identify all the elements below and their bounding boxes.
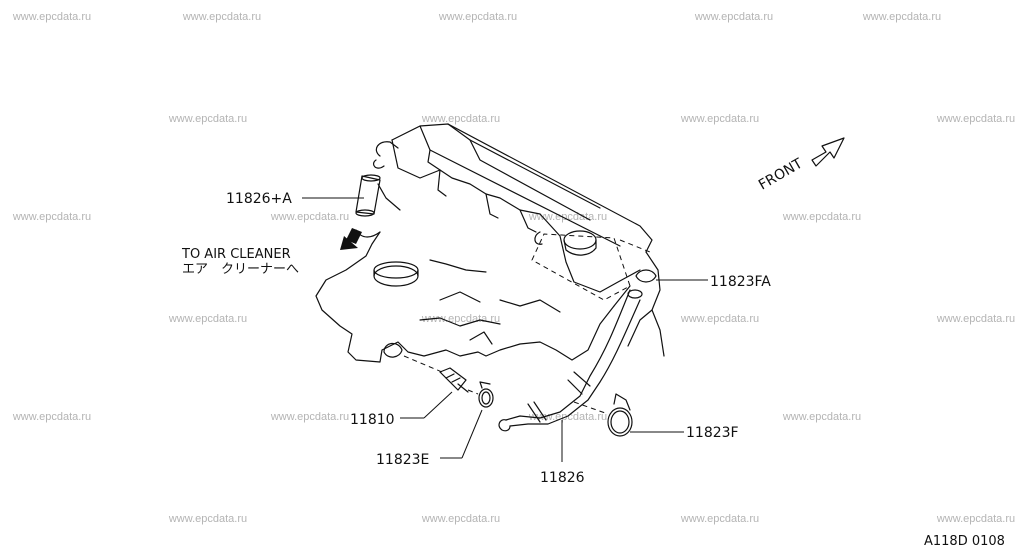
watermark-text: www.epcdata.ru [862, 11, 941, 23]
part-label-11810: 11810 [350, 412, 395, 428]
note-air-cleaner-jp: エア クリーナーへ [182, 262, 299, 277]
dashline-clamp-e [467, 389, 479, 395]
engine-outline [315, 123, 665, 363]
watermark-text: www.epcdata.ru [782, 211, 861, 223]
part-label-11826a: 11826+A [226, 191, 292, 207]
front-arrow: FRONT [756, 137, 845, 193]
watermark-text: www.epcdata.ru [782, 411, 861, 423]
watermark-text: www.epcdata.ru [528, 411, 607, 423]
leader-11823e-d [461, 409, 483, 459]
watermark-text: www.epcdata.ru [421, 113, 500, 125]
watermark-text: www.epcdata.ru [438, 11, 517, 23]
watermark-text: www.epcdata.ru [168, 513, 247, 525]
diagram-ref: A118D 0108 [924, 534, 1005, 548]
hose-11826-shape [498, 289, 643, 432]
dashline-clamp-f [573, 401, 609, 415]
watermark-text: www.epcdata.ru [680, 513, 759, 525]
watermark-text: www.epcdata.ru [936, 513, 1015, 525]
air-cleaner-arrow [340, 228, 362, 250]
watermark-text: www.epcdata.ru [421, 313, 500, 325]
watermark-text: www.epcdata.ru [421, 513, 500, 525]
watermark-text: www.epcdata.ru [694, 11, 773, 23]
watermark-text: www.epcdata.ru [168, 313, 247, 325]
watermark-text: www.epcdata.ru [528, 211, 607, 223]
watermark-text: www.epcdata.ru [12, 411, 91, 423]
watermark-text: www.epcdata.ru [936, 113, 1015, 125]
part-label-11823fa: 11823FA [710, 274, 771, 290]
part-label-11823e: 11823E [376, 452, 429, 468]
leader-11810-d [423, 391, 453, 419]
watermark-text: www.epcdata.ru [680, 113, 759, 125]
watermark-text: www.epcdata.ru [270, 411, 349, 423]
note-air-cleaner: TO AIR CLEANER [181, 247, 291, 262]
watermark-text: www.epcdata.ru [680, 313, 759, 325]
watermark-text: www.epcdata.ru [182, 11, 261, 23]
watermark-text: www.epcdata.ru [12, 211, 91, 223]
dashline-valve [403, 355, 443, 373]
clamp-11823f-shape [607, 393, 633, 437]
watermark-layer: www.epcdata.ru www.epcdata.ru www.epcdata.… [12, 11, 1015, 525]
valve-11810-shape [439, 367, 469, 393]
watermark-text: www.epcdata.ru [12, 11, 91, 23]
part-label-11823f: 11823F [686, 425, 739, 441]
watermark-text: www.epcdata.ru [936, 313, 1015, 325]
clamp-11823e-shape [478, 381, 494, 408]
part-label-11826: 11826 [540, 470, 585, 486]
watermark-text: www.epcdata.ru [270, 211, 349, 223]
front-label: FRONT [756, 155, 806, 193]
hose-11826a-shape [355, 174, 381, 217]
watermark-text: www.epcdata.ru [168, 113, 247, 125]
